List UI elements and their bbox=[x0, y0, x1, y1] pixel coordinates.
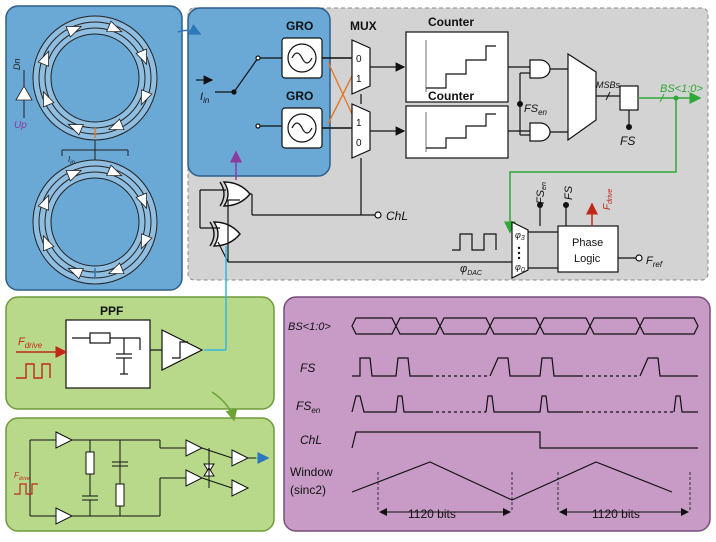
svg-text:Window: Window bbox=[290, 465, 333, 479]
msbs-label: MSBs bbox=[596, 80, 621, 90]
fs-en-main-label: FSen bbox=[524, 103, 548, 117]
timing-dashed-markers bbox=[377, 472, 691, 512]
bs-out-label: BS<1:0> bbox=[660, 83, 703, 95]
iin-label: Iin bbox=[200, 91, 210, 105]
fs-waveform-2 bbox=[489, 357, 580, 377]
gro-mux-wires bbox=[322, 57, 353, 129]
svg-text:0: 0 bbox=[356, 138, 362, 149]
counter-bottom bbox=[405, 105, 509, 159]
gro-bottom-label: GRO bbox=[286, 89, 313, 103]
ring-inverter bbox=[135, 48, 148, 66]
counter-top bbox=[405, 31, 509, 103]
purple-timing-panel bbox=[283, 296, 711, 532]
ring-inverter bbox=[107, 118, 125, 131]
svg-text:FSen: FSen bbox=[296, 399, 321, 415]
mux-label: MUX bbox=[350, 19, 377, 33]
ring-inverter bbox=[42, 90, 55, 108]
bs-feedback-wire bbox=[504, 98, 677, 234]
bs-waveform bbox=[351, 317, 699, 335]
phase-logic bbox=[557, 225, 619, 273]
ring-inverters bbox=[37, 20, 153, 280]
green-circuit-panel bbox=[5, 417, 275, 532]
ppf-comparator bbox=[161, 329, 204, 371]
fdrive-ppf-waveform bbox=[16, 363, 51, 379]
interval-2-label: 1120 bits bbox=[592, 507, 640, 521]
ring-inverter bbox=[135, 192, 148, 210]
timing-labels: BS<1:0> FS FSen ChL Window (sinc2) bbox=[288, 321, 333, 497]
ring-inverter bbox=[37, 50, 50, 67]
fin-small-label: Fdrive bbox=[14, 471, 30, 482]
fs-pl-label: FS bbox=[563, 185, 575, 200]
ring-inverter bbox=[37, 194, 50, 211]
ring-inverter bbox=[107, 262, 125, 275]
dn-label: Dn bbox=[12, 58, 22, 70]
ring-inverter bbox=[65, 169, 83, 182]
svg-text:BS<1:0>: BS<1:0> bbox=[288, 321, 331, 333]
gro-top-label: GRO bbox=[286, 19, 313, 33]
svg-text:Logic: Logic bbox=[574, 253, 601, 265]
ring-inverter bbox=[106, 20, 123, 33]
phi-dac-waveform bbox=[452, 233, 497, 251]
ring-inverter bbox=[140, 233, 153, 250]
chl-label: ChL bbox=[386, 209, 408, 223]
svg-text:1: 1 bbox=[356, 118, 362, 129]
svg-text:0: 0 bbox=[356, 54, 362, 65]
fsen-waveform bbox=[351, 395, 430, 413]
ring-iin-label: Iin bbox=[68, 155, 76, 166]
chl-waveform bbox=[351, 431, 698, 449]
subtractor bbox=[567, 52, 597, 142]
svg-text:1: 1 bbox=[356, 74, 362, 85]
phi-dac-label: φDAC bbox=[460, 263, 483, 277]
mux-bottom bbox=[351, 103, 371, 159]
fs-en-pl-label: FSen bbox=[535, 182, 548, 204]
gro-switch bbox=[215, 55, 282, 129]
mux-top bbox=[351, 39, 371, 95]
interval-1-label: 1120 bits bbox=[408, 507, 456, 521]
counter-bottom-label: Counter bbox=[428, 89, 474, 103]
ppf-box bbox=[65, 319, 151, 389]
svg-text:φ0: φ0 bbox=[515, 262, 525, 274]
ring-inverter bbox=[140, 89, 153, 106]
svg-text:(sinc2): (sinc2) bbox=[290, 483, 326, 497]
green-curve-arrow bbox=[211, 391, 238, 422]
ppf-circuit bbox=[55, 431, 250, 525]
ring-oscillator-bottom bbox=[32, 159, 158, 285]
fdrive-ppf-label: Fdrive bbox=[18, 336, 43, 350]
latch bbox=[619, 85, 639, 111]
ppf-label: PPF bbox=[100, 304, 123, 318]
svg-text:φ3: φ3 bbox=[515, 230, 525, 242]
fs-waveform-3 bbox=[639, 357, 698, 377]
up-label: Up bbox=[14, 120, 27, 131]
timing-waveforms bbox=[351, 317, 699, 449]
svg-text:Phase: Phase bbox=[572, 237, 603, 249]
fs-latch-label: FS bbox=[620, 134, 635, 148]
svg-text:ChL: ChL bbox=[300, 433, 322, 447]
fsen-waveform-2 bbox=[485, 395, 580, 413]
svg-text:FS: FS bbox=[300, 361, 315, 375]
ring-inverter bbox=[65, 25, 83, 38]
ring-oscillator-top bbox=[32, 15, 158, 141]
ring-inverter bbox=[42, 234, 55, 252]
fs-waveform bbox=[352, 357, 430, 377]
ring-inverter bbox=[67, 123, 84, 136]
dac-mux bbox=[511, 221, 529, 279]
ring-to-gro-arrow bbox=[177, 23, 202, 35]
fref-label: Fref bbox=[646, 255, 663, 269]
ring-inverter bbox=[106, 164, 123, 177]
counter-top-label: Counter bbox=[428, 15, 474, 29]
ring-center-link bbox=[61, 140, 129, 160]
fsen-waveform-3 bbox=[673, 395, 698, 413]
ring-inverter bbox=[67, 267, 84, 280]
svg-text:Fdrive: Fdrive bbox=[602, 189, 614, 210]
